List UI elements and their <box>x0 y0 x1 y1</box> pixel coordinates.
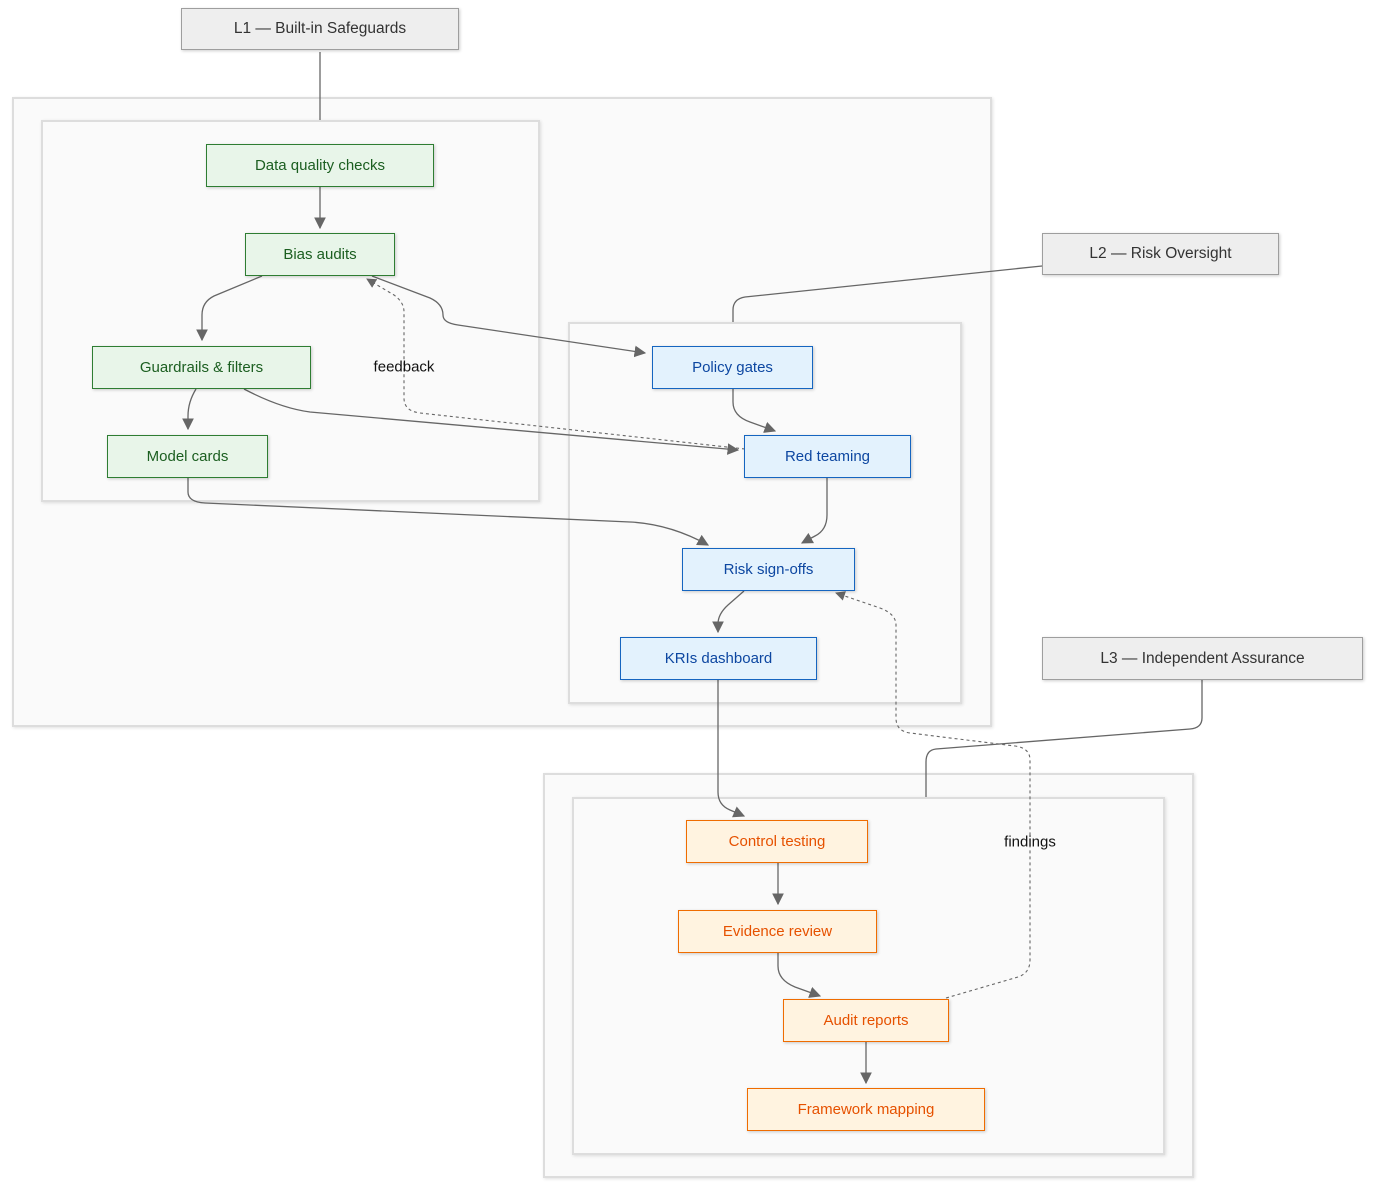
guardrails-filters-node: Guardrails & filters <box>92 346 311 389</box>
model-cards-node: Model cards <box>107 435 268 478</box>
l2-connector <box>732 265 1043 322</box>
framework-mapping-node: Framework mapping <box>747 1088 985 1131</box>
kris-dashboard-node: KRIs dashboard <box>620 637 817 680</box>
edge-risk-kris <box>712 590 745 634</box>
findings-edge-label: findings <box>1004 833 1056 851</box>
red-teaming-node: Red teaming <box>744 435 911 478</box>
evidence-review-node: Evidence review <box>678 910 877 953</box>
feedback-edge-label: feedback <box>373 358 435 376</box>
policy-gates-node: Policy gates <box>652 346 813 389</box>
edge-audit-risk-findings <box>835 591 1031 999</box>
l3-connector <box>925 680 1203 797</box>
edge-kris-control <box>717 680 746 818</box>
l3-line-node: L3 — Independent Assurance <box>1042 637 1363 680</box>
edge-redteam-bias-feedback <box>366 278 746 450</box>
edge-bias-guardrails <box>196 275 263 342</box>
l2-line-node: L2 — Risk Oversight <box>1042 233 1279 275</box>
edge-evidence-audit <box>777 953 822 998</box>
edge-guardrails-modelcards <box>182 388 197 431</box>
l1-line-node: L1 — Built-in Safeguards <box>181 8 459 50</box>
data-quality-checks-node: Data quality checks <box>206 144 434 187</box>
control-testing-node: Control testing <box>686 820 868 863</box>
risk-signoffs-node: Risk sign-offs <box>682 548 855 591</box>
edge-policy-redteam <box>732 389 777 433</box>
edge-bias-policy <box>371 275 647 358</box>
edge-redteam-risk <box>800 478 828 544</box>
edge-modelcards-risk <box>187 478 710 546</box>
bias-audits-node: Bias audits <box>245 233 395 276</box>
edge-guardrails-redteam <box>243 388 740 455</box>
audit-reports-node: Audit reports <box>783 999 949 1042</box>
